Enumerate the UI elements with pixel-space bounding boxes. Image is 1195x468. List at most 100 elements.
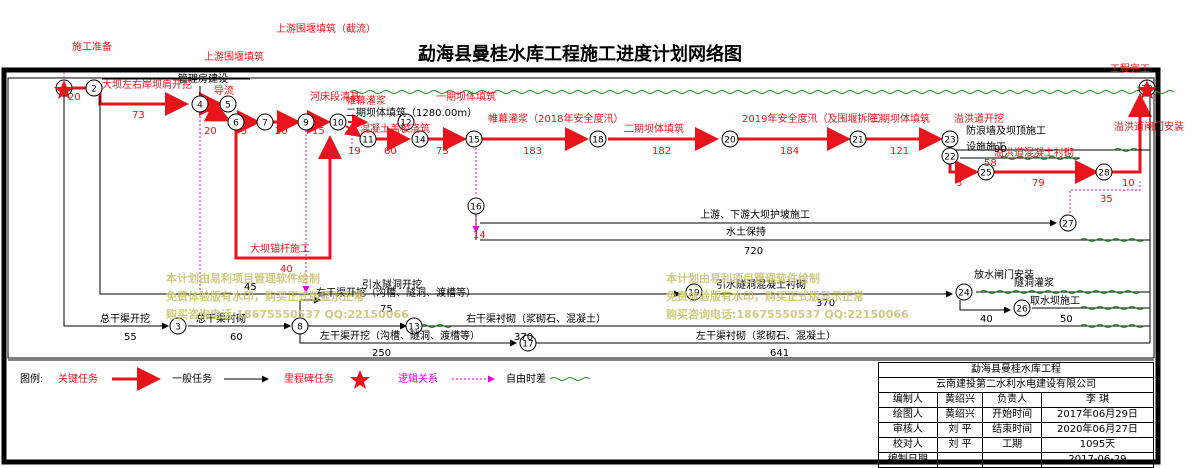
task-labels: 施工准备 20 大坝左右岸坝肩开挖 73 管理房建设 上游围堰填筑 20 导流 … — [68, 22, 1184, 359]
node-label: 26 — [1016, 305, 1028, 315]
task-label: 防浪墙及坝顶施工 — [966, 124, 1046, 137]
node-label: 24 — [958, 289, 970, 299]
info-value: 刘 平 — [936, 437, 984, 453]
task-label: 总干渠衬砌 — [196, 312, 246, 325]
info-value: 黄绍兴 — [936, 407, 984, 423]
info-key: 绘图人 — [878, 407, 938, 423]
task-label: 取水坝施工 — [1030, 294, 1080, 307]
node-label: 25 — [980, 169, 991, 179]
node-circle — [297, 113, 315, 131]
task-label: 上游围堰填筑（截流） — [276, 22, 376, 35]
task-duration: 10 — [1122, 178, 1135, 189]
task-duration: 40 — [980, 314, 993, 325]
node-circle — [849, 130, 867, 148]
task-duration: 641 — [770, 348, 789, 359]
node-circle — [85, 79, 103, 97]
legend-milestone-label: 里程碑任务 — [284, 372, 334, 385]
node-circle — [977, 163, 995, 181]
task-label: 施工准备 — [72, 40, 112, 53]
task-duration: 60 — [230, 332, 243, 343]
extra-label: 90 — [994, 144, 1007, 155]
task-label: 右干渠衬砌（浆砌石、混凝土） — [466, 312, 606, 325]
node-label: 17 — [522, 340, 533, 350]
legend-free-line — [549, 377, 591, 381]
task-label: 左干渠衬砌（浆砌石、混凝土） — [696, 329, 836, 342]
node-label: 8 — [297, 323, 303, 333]
info-value — [936, 452, 984, 468]
task-label: 设施施工 — [966, 140, 1006, 153]
task-duration: 182 — [652, 146, 671, 157]
node-circle — [685, 283, 703, 301]
legend-free-label: 自由时差 — [506, 372, 546, 385]
node-circle — [955, 283, 973, 301]
info-value: 2020年06月27日 — [1040, 422, 1155, 438]
info-key: 负责人 — [982, 392, 1042, 408]
task-label: 帷幕灌浆 — [346, 94, 386, 107]
node-label: 21 — [852, 136, 863, 146]
legend-title: 图例: — [20, 372, 43, 385]
node-circle — [1059, 214, 1077, 232]
legend-milestone-star — [350, 370, 370, 389]
watermark-line: 购买咨询电话:18675550537 QQ:22150066 — [166, 307, 409, 321]
node-label: 11 — [362, 136, 373, 146]
task-label: 帷幕灌浆（2018年安全度汛） — [488, 112, 623, 125]
task-duration: 720 — [744, 246, 763, 257]
task-duration: 40 — [280, 264, 293, 275]
task-label: 引水隧洞开挖 — [362, 278, 422, 291]
task-label: 右干渠开挖（沟槽、隧洞、渡槽等） — [316, 286, 476, 299]
company-name: 云南建投第二水利水电建设有限公司 — [878, 377, 1154, 393]
node-label: 16 — [470, 203, 482, 213]
task-label: 隧洞灌浆 — [1014, 276, 1054, 289]
task-duration: 370 — [816, 298, 835, 309]
legend-critical-label: 关键任务 — [58, 372, 98, 385]
node-label: 12 — [400, 119, 411, 129]
info-value: 2017-06-29 — [1040, 452, 1155, 468]
task-label: 大坝锚杆施工 — [250, 242, 310, 255]
task-label: 溢洪道闸门安装 — [1114, 120, 1184, 133]
task-label: 左干渠开挖（沟槽、隧洞、渡槽等） — [320, 329, 480, 342]
node-circle — [359, 130, 377, 148]
task-label: 大坝左右岸坝肩开挖 — [102, 78, 192, 91]
critical-path — [72, 86, 1152, 260]
node-label: 20 — [724, 136, 736, 146]
info-key: 结束时间 — [982, 422, 1042, 438]
task-duration: 121 — [890, 146, 909, 157]
task-duration: 73 — [436, 146, 449, 157]
node-circle — [589, 130, 607, 148]
node-circle — [256, 113, 274, 131]
info-value: 1095天 — [1040, 437, 1155, 453]
node-circle — [329, 113, 347, 131]
inner-frame — [7, 77, 1155, 359]
task-label: 二期坝体填筑（1280.00m） — [346, 106, 477, 119]
node-circle — [291, 317, 309, 335]
node-label: 19 — [688, 289, 700, 299]
watermark-line: 本计划由易利项目管理软件绘制 — [166, 271, 320, 285]
node-circle — [721, 130, 739, 148]
task-label: 水土保持 — [726, 225, 766, 238]
node-circle — [941, 147, 959, 165]
task-duration: 370 — [514, 332, 533, 343]
legend-logic-label: 逻辑关系 — [398, 372, 438, 385]
task-label: 混凝土盖板浇筑 — [360, 122, 430, 135]
task-label: 管理房建设 — [178, 72, 228, 85]
info-table: 勐海县曼桂水库工程 云南建投第二水利水电建设有限公司 编制人 黄绍兴 负责人 李… — [878, 362, 1155, 468]
node-label: 27 — [1062, 220, 1073, 230]
info-key: 工期 — [982, 437, 1042, 453]
node-label: 7 — [262, 119, 268, 129]
task-duration: 20 — [204, 126, 217, 137]
node-label: 14 — [414, 136, 426, 146]
task-duration: 5 — [241, 126, 247, 137]
node-circle — [411, 130, 429, 148]
node-circle — [1095, 163, 1113, 181]
task-duration: 184 — [780, 146, 799, 157]
node-label: 22 — [944, 153, 955, 163]
node-label: 15 — [468, 136, 479, 146]
node-circle — [941, 130, 959, 148]
task-label: 引水隧洞混凝土衬砌 — [716, 278, 806, 291]
task-label: 放水闸门安装 — [974, 268, 1034, 281]
watermark-line: 免费体验版有水印，购买正式版显示正常 — [166, 289, 364, 303]
info-key — [982, 452, 1042, 468]
watermark-line: 购买咨询电话:18675550537 QQ:22150066 — [666, 307, 909, 321]
task-duration: 15 — [312, 126, 325, 137]
task-duration: 183 — [523, 146, 542, 157]
